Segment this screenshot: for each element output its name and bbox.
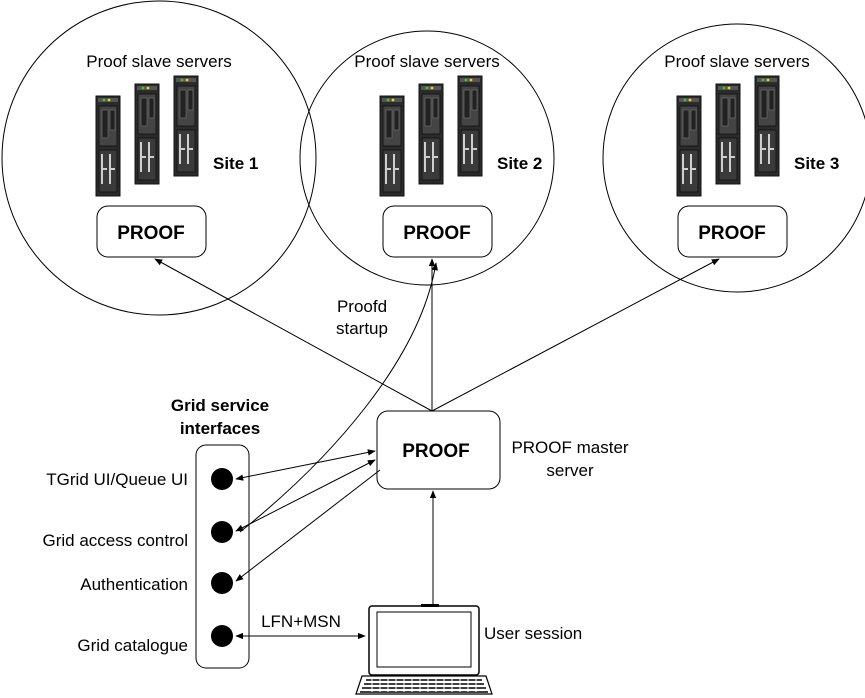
site-1-group: Proof slave servers Site 1 PROOF bbox=[1, 0, 317, 316]
service-port-icon[interactable] bbox=[211, 572, 233, 594]
site-1-proof-box bbox=[96, 205, 207, 258]
arrow-auth-master bbox=[235, 469, 381, 582]
site-1-caption: Proof slave servers bbox=[86, 52, 232, 71]
site-2-caption: Proof slave servers bbox=[354, 52, 500, 71]
site-2-group: Proof slave servers Site 2 PROOF bbox=[299, 30, 555, 286]
server-rack-icon bbox=[95, 75, 199, 197]
master-group: PROOF PROOF master server bbox=[376, 410, 629, 490]
site-2-proof-box bbox=[382, 205, 493, 258]
proofd-startup-line1: Proofd bbox=[337, 297, 387, 316]
site-1-circle bbox=[1, 0, 317, 316]
site-3-proof-box bbox=[677, 205, 788, 258]
arrow-master-to-site-1 bbox=[154, 258, 433, 412]
arrow-master-to-site-3 bbox=[431, 258, 720, 412]
master-proof-box bbox=[376, 410, 501, 490]
service-port-icon[interactable] bbox=[211, 625, 233, 647]
master-caption-line1: PROOF master bbox=[511, 438, 628, 457]
site-1-proof-label: PROOF bbox=[117, 223, 185, 244]
grid-title-line2: interfaces bbox=[180, 419, 260, 438]
service-label-access-control: Grid access control bbox=[43, 531, 189, 550]
master-to-sites-arrows bbox=[154, 258, 720, 412]
user-session-label: User session bbox=[484, 624, 582, 643]
site-3-proof-label: PROOF bbox=[698, 223, 766, 244]
site-2-label: Site 2 bbox=[497, 154, 542, 173]
grid-interfaces-group: Grid service interfaces TGrid UI/Queue U… bbox=[43, 396, 269, 669]
lfn-msn-label: LFN+MSN bbox=[261, 612, 341, 631]
service-label-tgrid: TGrid UI/Queue UI bbox=[46, 470, 188, 489]
proofd-startup-line2: startup bbox=[336, 319, 388, 338]
site-2-proof-label: PROOF bbox=[403, 223, 471, 244]
grid-interfaces-panel bbox=[195, 444, 250, 669]
server-rack-icon bbox=[379, 75, 483, 197]
service-port-icon[interactable] bbox=[211, 521, 233, 543]
service-port-icon[interactable] bbox=[211, 468, 233, 490]
site-3-caption: Proof slave servers bbox=[664, 52, 810, 71]
service-label-authentication: Authentication bbox=[80, 575, 188, 594]
arrow-access-master bbox=[235, 459, 376, 532]
site-3-circle bbox=[602, 23, 865, 293]
master-proof-label: PROOF bbox=[402, 441, 470, 462]
site-3-label: Site 3 bbox=[794, 154, 839, 173]
service-master-arrows bbox=[235, 449, 381, 582]
laptop-icon bbox=[355, 604, 493, 695]
service-label-catalogue: Grid catalogue bbox=[77, 636, 188, 655]
site-3-group: Proof slave servers Site 3 PROOF bbox=[602, 23, 865, 293]
grid-title-line1: Grid service bbox=[171, 396, 269, 415]
site-2-circle bbox=[299, 30, 555, 286]
master-caption-line2: server bbox=[546, 461, 594, 480]
server-rack-icon bbox=[676, 75, 780, 197]
site-1-label: Site 1 bbox=[213, 154, 258, 173]
